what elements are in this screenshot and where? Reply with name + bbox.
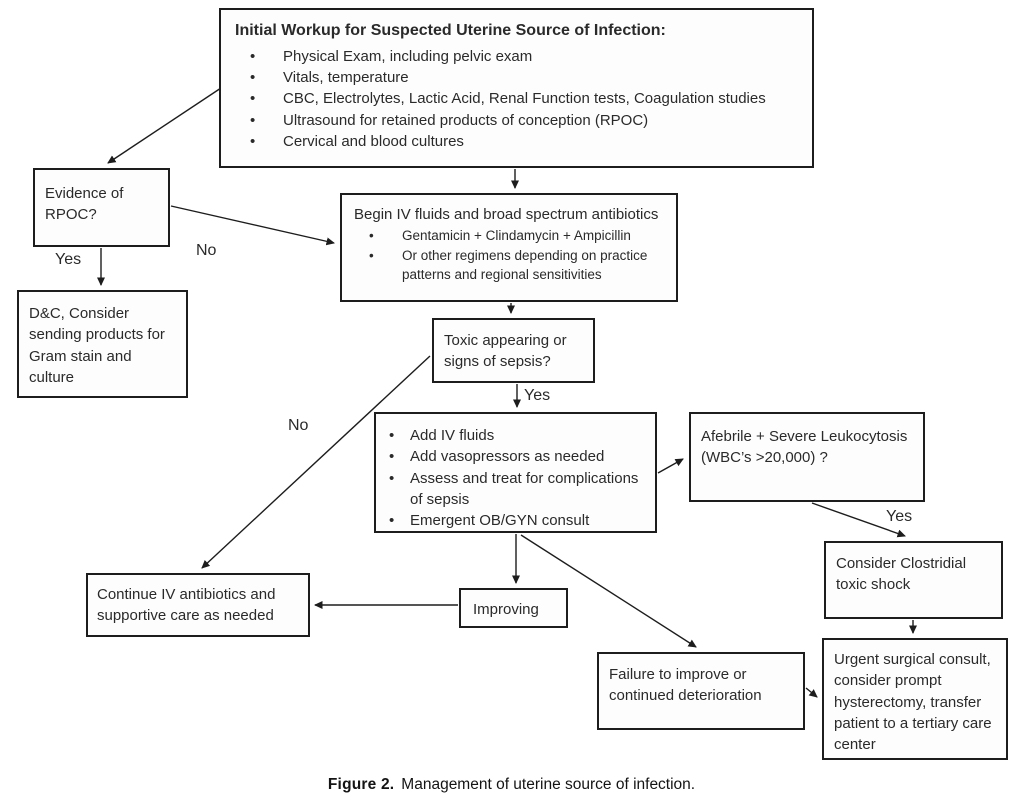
node-begin-iv-fluids-antibiotics: Begin IV fluids and broad spectrum antib… [340,193,678,302]
figure-caption: Figure 2. Management of uterine source of… [0,776,1023,794]
bullet-item: Or other regimens depending on practice … [354,246,664,285]
arrow-failure-to-urgent [805,687,818,698]
arrow-workup-to-rpoc [107,87,222,164]
bullet-item: Physical Exam, including pelvic exam [235,46,798,68]
sepsis-management-bullet-list: Add IV fluids Add vasopressors as needed… [388,425,643,532]
node-text: Improving [473,601,539,618]
node-initial-workup: Initial Workup for Suspected Uterine Sou… [219,8,814,168]
figure-caption-label: Figure 2. [327,776,395,793]
node-text: Begin IV fluids and broad spectrum antib… [354,206,659,223]
edge-label-toxic-yes: Yes [524,387,551,404]
node-text: Urgent surgical consult, consider prompt… [834,651,992,754]
figure-caption-text: Management of uterine source of infectio… [401,776,696,793]
node-text: Evidence of RPOC? [45,185,124,224]
edge-label-toxic-no: No [288,417,309,434]
bullet-item: Assess and treat for complications of se… [388,468,643,511]
node-failure-to-improve: Failure to improve or continued deterior… [597,652,805,730]
bullet-item: Add vasopressors as needed [388,446,643,468]
node-evidence-of-rpoc: Evidence of RPOC? [33,168,170,247]
node-text: Continue IV antibiotics and supportive c… [97,586,276,625]
bullet-item: Add IV fluids [388,425,643,447]
bullet-item: Vitals, temperature [235,67,798,89]
bullet-item: Ultrasound for retained products of conc… [235,110,798,132]
edge-label-rpoc-no: No [196,242,217,259]
antibiotic-regimen-bullet-list: Gentamicin + Clindamycin + Ampicillin Or… [354,226,664,285]
bullet-item: Cervical and blood cultures [235,131,798,153]
node-afebrile-leukocytosis: Afebrile + Severe Leukocytosis (WBC’s >2… [689,412,925,502]
arrow-rpoc-no-to-begin-iv [170,205,335,246]
node-continue-iv-antibiotics: Continue IV antibiotics and supportive c… [86,573,310,637]
edge-label-rpoc-yes: Yes [55,251,82,268]
bullet-item: Emergent OB/GYN consult [388,510,643,532]
node-improving: Improving [459,588,568,628]
node-text: Toxic appearing or signs of sepsis? [444,332,567,371]
node-text: D&C, Consider sending products for Gram … [29,305,165,386]
bullet-item: CBC, Electrolytes, Lactic Acid, Renal Fu… [235,88,798,110]
node-urgent-surgical-consult: Urgent surgical consult, consider prompt… [822,638,1008,760]
edge-label-afebrile-yes: Yes [886,508,913,525]
node-text: Consider Clostridial toxic shock [836,555,967,594]
node-initial-workup-title: Initial Workup for Suspected Uterine Sou… [235,22,666,39]
bullet-item: Gentamicin + Clindamycin + Ampicillin [354,226,664,246]
arrow-add-iv-to-afebrile [657,458,684,474]
node-clostridial-toxic-shock: Consider Clostridial toxic shock [824,541,1003,619]
node-text: Failure to improve or continued deterior… [609,666,762,705]
initial-workup-bullet-list: Physical Exam, including pelvic exam Vit… [235,46,798,153]
node-sepsis-management: Add IV fluids Add vasopressors as needed… [374,412,657,533]
node-dc-gram-stain: D&C, Consider sending products for Gram … [17,290,188,398]
node-toxic-or-sepsis: Toxic appearing or signs of sepsis? [432,318,595,383]
node-text: Afebrile + Severe Leukocytosis (WBC’s >2… [701,428,908,467]
